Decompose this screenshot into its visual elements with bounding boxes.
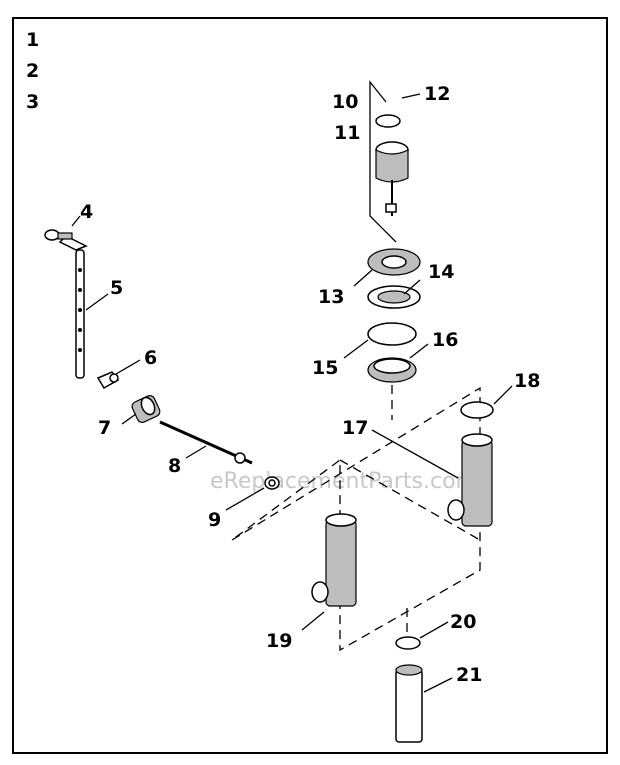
callout-19: 19: [266, 630, 292, 652]
diagram-border: [12, 17, 608, 754]
callout-5: 5: [110, 277, 123, 299]
header-number-2: 2: [26, 60, 39, 82]
part-9-ball-seal: [264, 476, 280, 490]
part-18-o-ring: [460, 401, 494, 419]
callout-4: 4: [80, 201, 93, 223]
part-13-flange: [367, 248, 421, 276]
part-17-drain-body: [447, 433, 493, 527]
part-10-11-stopper: [369, 80, 409, 243]
assembly-guide-lines: [231, 385, 481, 652]
part-15-washer: [367, 322, 417, 346]
part-6-spring-clip: [96, 371, 120, 390]
part-4-thumb-screw: [44, 229, 73, 241]
callout-15: 15: [312, 357, 338, 379]
callout-18: 18: [514, 370, 540, 392]
part-19-drain-body: [311, 513, 357, 607]
callout-11: 11: [334, 122, 360, 144]
part-16-locknut: [367, 357, 417, 383]
part-20-gasket: [395, 636, 421, 650]
watermark: eReplacementParts.com: [210, 469, 477, 494]
header-number-3: 3: [26, 91, 39, 113]
part-5-lift-rod-strap: [58, 235, 88, 379]
callout-20: 20: [450, 611, 476, 633]
leader-lines: [71, 93, 513, 693]
callout-6: 6: [144, 347, 157, 369]
callout-14: 14: [428, 261, 454, 283]
callout-10: 10: [332, 91, 358, 113]
part-7-pivot-nut: [131, 395, 161, 423]
callout-17: 17: [342, 417, 368, 439]
callout-8: 8: [168, 455, 181, 477]
callout-13: 13: [318, 286, 344, 308]
callout-9: 9: [208, 509, 221, 531]
part-21-tailpiece: [395, 664, 423, 743]
callout-16: 16: [432, 329, 458, 351]
header-number-1: 1: [26, 29, 39, 51]
callout-21: 21: [456, 664, 482, 686]
part-12-o-ring: [375, 114, 401, 128]
part-14-gasket: [367, 285, 421, 309]
part-8-pivot-rod: [159, 420, 253, 465]
callout-12: 12: [424, 83, 450, 105]
callout-7: 7: [98, 417, 111, 439]
